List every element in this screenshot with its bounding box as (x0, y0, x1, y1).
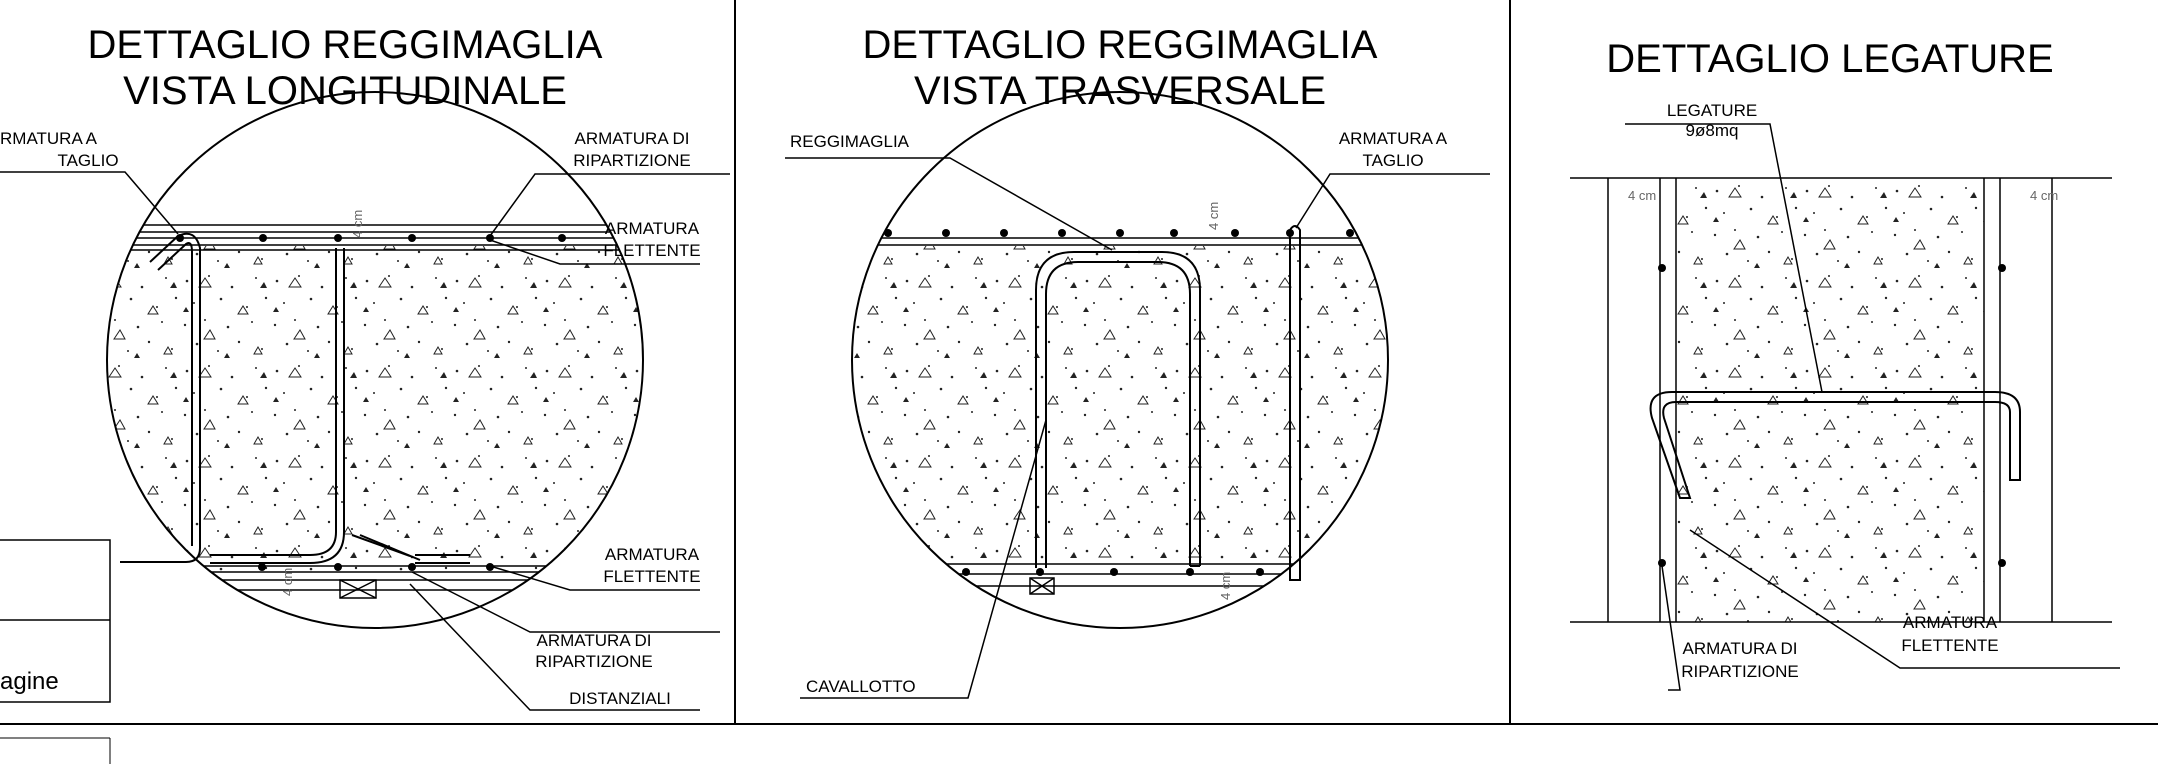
label-flex-bot-b: FLETTENTE (603, 567, 700, 586)
leaders-ties (1625, 123, 2120, 691)
panel-ties: DETTAGLIO LEGATURE 4 cm 4 cm (1570, 37, 2120, 691)
detail-circle-trans (851, 91, 1389, 629)
image-origin-label: agine (0, 668, 59, 695)
label-stirrup: CAVALLOTTO (806, 677, 916, 696)
panel1-title-line2: VISTA LONGITUDINALE (123, 69, 567, 113)
label-ties-b: 9ø8mq (1686, 121, 1739, 140)
label-shear-long-b: TAGLIO (57, 151, 118, 170)
label-dist-top-a: ARMATURA DI (575, 129, 690, 148)
label-dist-top-b: RIPARTIZIONE (573, 151, 690, 170)
cover-left-ties: 4 cm (1628, 188, 1656, 203)
title-block-fragment (0, 539, 111, 703)
panel-transversal: DETTAGLIO REGGIMAGLIA VISTA TRASVERSALE (785, 23, 1490, 699)
label-flex-ties-b: FLETTENTE (1901, 636, 1998, 655)
slab-section-ties: 4 cm 4 cm (1570, 177, 2112, 623)
tie-bar (1649, 391, 2021, 499)
cover-right-ties: 4 cm (2030, 188, 2058, 203)
panel3-title: DETTAGLIO LEGATURE (1606, 37, 2053, 81)
leaders-trans (785, 157, 1490, 699)
cover-top-long: 4 cm (350, 210, 365, 238)
label-dist-bot-a: ARMATURA DI (537, 631, 652, 650)
shear-bars-long (120, 232, 470, 564)
label-shear-trans-a: ARMATURA A (1339, 129, 1448, 148)
label-mesh-holder: REGGIMAGLIA (790, 132, 910, 151)
cover-bot-trans: 4 cm (1218, 572, 1233, 600)
leaders-long (0, 171, 730, 711)
label-shear-long-a: RMATURA A (0, 129, 98, 148)
label-flex-ties-a: ARMATURA (1903, 613, 1998, 632)
spacer-symbol-long (339, 579, 377, 599)
cover-bot-long: 4 cm (280, 568, 295, 596)
label-flex-bot-a: ARMATURA (605, 545, 700, 564)
label-spacers: DISTANZIALI (569, 689, 671, 708)
panel2-title-line1: DETTAGLIO REGGIMAGLIA (863, 23, 1378, 67)
label-dist-ties-b: RIPARTIZIONE (1681, 662, 1798, 681)
label-shear-trans-b: TAGLIO (1362, 151, 1423, 170)
label-flex-top-b: FLETTENTE (603, 241, 700, 260)
label-flex-top-a: ARMATURA (605, 219, 700, 238)
label-ties-a: LEGATURE (1667, 101, 1757, 120)
label-dist-ties-a: ARMATURA DI (1683, 639, 1798, 658)
cover-top-trans: 4 cm (1206, 202, 1221, 230)
slab-section-long (107, 224, 643, 591)
spacer-symbol-trans (1029, 577, 1055, 595)
panel1-title-line1: DETTAGLIO REGGIMAGLIA (88, 23, 603, 67)
label-dist-bot-b: RIPARTIZIONE (535, 652, 652, 671)
slab-section-trans (852, 229, 1388, 587)
detail-circle-long (106, 91, 644, 629)
